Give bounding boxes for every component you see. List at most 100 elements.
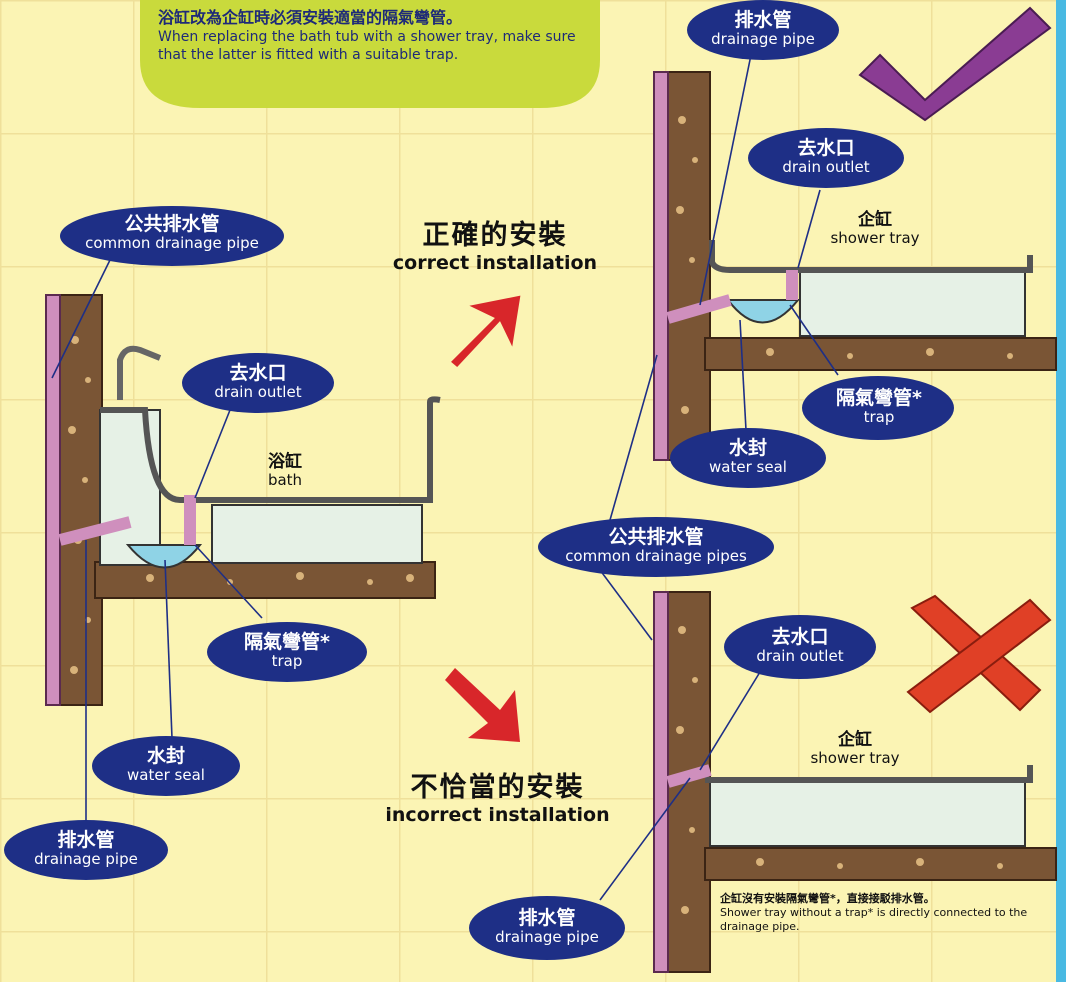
bubble-incorrect-drainage-pipe [469,896,625,960]
left-floor-slab [94,561,436,599]
label-correct-drainage-pipe: 排水管 drainage pipe [690,9,836,48]
incorrect-floor-slab [704,847,1057,881]
bubble-correct-drainage-pipe [687,0,839,60]
label-left-common-pipe: 公共排水管 common drainage pipe [62,213,282,252]
bubble-left-trap [207,622,367,682]
cross-mark-icon [906,594,1052,714]
label-zh: 隔氣彎管* [244,631,330,653]
bath-branch-pipe [58,516,132,546]
callout-top-zh: 浴缸改為企缸時必須安裝適當的隔氣彎管。 [158,8,463,27]
bubble-left-drain-outlet [182,353,334,413]
label-left-trap: 隔氣彎管* trap [212,631,362,670]
label-correct-shower-tray: 企缸 shower tray [812,210,938,247]
label-en: drainage pipe [495,928,599,946]
label-zh: 排水管 [518,907,576,929]
label-zh: 水封 [146,745,185,767]
right-edge-strip [1056,0,1066,982]
label-en: common drainage pipe [85,234,259,252]
label-incorrect-shower-tray: 企缸 shower tray [790,730,920,767]
bath-faucet [117,345,162,400]
label-en: drain outlet [756,647,844,665]
label-correct-water-seal: 水封 water seal [674,437,822,476]
label-correct-trap: 隔氣彎管* trap [805,387,953,426]
label-zh: 去水口 [229,362,287,384]
label-en: trap [863,408,895,426]
heading-zh: 不恰當的安裝 [410,772,585,803]
shower-tray-body [799,269,1026,337]
label-en: shower tray [830,229,920,247]
label-en: drainage pipe [34,850,138,868]
label-en: trap [271,652,303,670]
left-common-pipe [45,294,61,706]
correct-floor-slab [704,337,1057,371]
bubble-common-pipes [538,517,774,577]
bubble-correct-water-seal [670,428,826,488]
left-bath-diagram [45,294,441,706]
label-en: water seal [127,766,205,784]
label-en: common drainage pipes [565,547,747,565]
bubble-left-drainage-pipe [4,820,168,880]
heading-correct: 正確的安裝 correct installation [360,220,630,274]
callout-top-en: When replacing the bath tub with a showe… [158,29,576,63]
label-zh: 排水管 [734,9,792,31]
bath-rim [100,396,441,503]
label-zh: 隔氣彎管* [836,387,922,409]
callout-top-note: 浴缸改為企缸時必須安裝適當的隔氣彎管。 When replacing the b… [158,8,598,64]
heading-zh: 正確的安裝 [422,220,568,251]
label-correct-drain-outlet: 去水口 drain outlet [752,137,900,176]
label-zh: 去水口 [797,137,855,159]
bubble-left-common-pipe [60,206,284,266]
label-zh: 水封 [728,437,767,459]
label-en: shower tray [810,749,900,767]
bubble-incorrect-drain-outlet [724,615,876,679]
bubble-correct-drain-outlet [748,128,904,188]
label-bath: 浴缸 bath [240,452,330,489]
bath-body [99,409,161,566]
left-wall [59,294,103,706]
label-en: water seal [709,458,787,476]
label-left-water-seal: 水封 water seal [96,745,236,784]
correct-diagram [653,71,1057,461]
label-left-drainage-pipe: 排水管 drainage pipe [8,829,164,868]
incorrect-shower-tray-rim [705,765,1033,783]
bubble-correct-trap [802,376,954,440]
label-en: bath [267,471,303,489]
label-en: drain outlet [782,158,870,176]
correct-wall [667,71,711,461]
leader-lines [51,49,839,901]
label-zh: 去水口 [771,626,829,648]
incorrect-note: 企缸沒有安裝隔氣彎管*，直接接駁排水管。 Shower tray without… [720,892,1040,934]
label-bubbles [4,0,954,960]
label-zh: 公共排水管 [608,526,704,548]
bath-side-panel [211,504,423,564]
correct-trap-water [725,299,801,324]
incorrect-note-en: Shower tray without a trap* is directly … [720,906,1028,933]
label-zh: 企缸 [858,210,892,230]
label-zh: 公共排水管 [124,213,220,235]
label-zh: 企缸 [838,730,872,750]
incorrect-common-pipe [653,591,669,973]
label-zh: 浴缸 [268,452,302,472]
label-en: drain outlet [214,383,302,401]
callout-bubble [140,0,600,108]
incorrect-wall [667,591,711,973]
incorrect-direct-pipe [666,764,712,788]
label-en: drainage pipe [711,30,815,48]
heading-en: correct installation [392,252,598,274]
heading-incorrect: 不恰當的安裝 incorrect installation [355,772,640,826]
incorrect-shower-tray-body [709,781,1026,847]
label-left-drain-outlet: 去水口 drain outlet [186,362,330,401]
arrow-up-right-icon [451,295,521,367]
label-common-drainage-pipes: 公共排水管 common drainage pipes [540,526,772,565]
incorrect-note-zh: 企缸沒有安裝隔氣彎管*，直接接駁排水管。 [720,892,935,905]
correct-branch-pipe [666,294,732,324]
correct-common-pipe [653,71,669,461]
arrow-down-right-icon [445,668,520,742]
heading-en: incorrect installation [385,804,610,826]
bubble-left-water-seal [92,736,240,796]
label-zh: 排水管 [57,829,115,851]
check-mark-icon [858,6,1052,122]
label-incorrect-drainage-pipe: 排水管 drainage pipe [472,907,622,946]
shower-tray-rim [709,240,1033,273]
